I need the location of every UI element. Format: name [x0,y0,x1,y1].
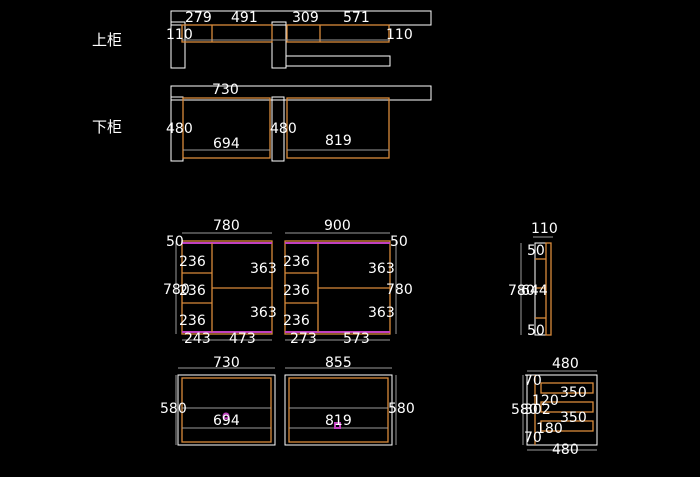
front-b-s1: 236 [283,254,310,270]
front-a-r1: 363 [250,261,277,277]
front-b-b1: 273 [290,331,317,347]
upper-dim-right: 110 [386,27,413,43]
side-lower-height: 580 [511,402,538,418]
side-lower-v4: 70 [524,430,542,446]
front-a-top: 50 [166,234,184,250]
front-elevation-b [284,232,397,341]
upper-dim-4: 571 [343,10,370,26]
front-a-s1: 236 [179,254,206,270]
side-lower-v1: 70 [524,373,542,389]
side-upper-bottom: 50 [527,323,545,339]
front-b-s2: 236 [283,283,310,299]
front-b-s3: 236 [283,313,310,329]
front-a-b2: 473 [229,331,256,347]
front-b-top: 50 [390,234,408,250]
side-lower-mid: 302 [524,402,551,418]
side-upper-mid: 644 [521,283,548,299]
base-b-width: 855 [325,355,352,371]
lower-cabinet-label: 下柜 [92,118,122,136]
front-elevation-a [175,232,273,341]
side-upper-h: 780 [508,283,535,299]
side-lower-v2: 120 [532,393,559,409]
upper-dim-left: 110 [166,27,193,43]
front-a-s2: 236 [179,283,206,299]
lower-dim-w1: 694 [213,136,240,152]
upper-cabinet-label: 上柜 [92,31,122,49]
front-a-width: 780 [213,218,240,234]
lower-dim-w2: 819 [325,133,352,149]
front-a-r2: 363 [250,305,277,321]
front-b-b2: 573 [343,331,370,347]
upper-dim-1: 279 [185,10,212,26]
front-a-b1: 243 [184,331,211,347]
side-lower-r2: 350 [560,410,587,426]
upper-cabinet-plan [170,10,432,69]
base-b-height: 580 [388,401,415,417]
side-upper-depth: 110 [531,221,558,237]
upper-dim-2: 491 [231,10,258,26]
lower-dim-top: 730 [212,82,239,98]
upper-dim-3: 309 [292,10,319,26]
side-lower-v3: 180 [536,421,563,437]
base-b-inner: 819 [325,413,352,429]
side-upper-top: 50 [527,243,545,259]
front-b-width: 900 [324,218,351,234]
side-lower-bottom: 480 [552,442,579,458]
base-a-inner: 694 [213,413,240,429]
lower-cabinet-plan [170,85,432,162]
side-lower-top: 480 [552,356,579,372]
upper-side-section [520,236,553,336]
base-cabinet-a [175,367,276,446]
base-cabinet-b [284,367,397,446]
base-a-width: 730 [213,355,240,371]
side-lower-r1: 350 [560,385,587,401]
front-a-s3: 236 [179,313,206,329]
front-b-side: 780 [386,282,413,298]
front-b-r2: 363 [368,305,395,321]
lower-side-section [522,370,598,451]
front-b-r1: 363 [368,261,395,277]
lower-dim-left: 480 [166,121,193,137]
lower-dim-mid: 480 [270,121,297,137]
front-a-side: 780 [163,282,190,298]
base-a-height: 580 [160,401,187,417]
